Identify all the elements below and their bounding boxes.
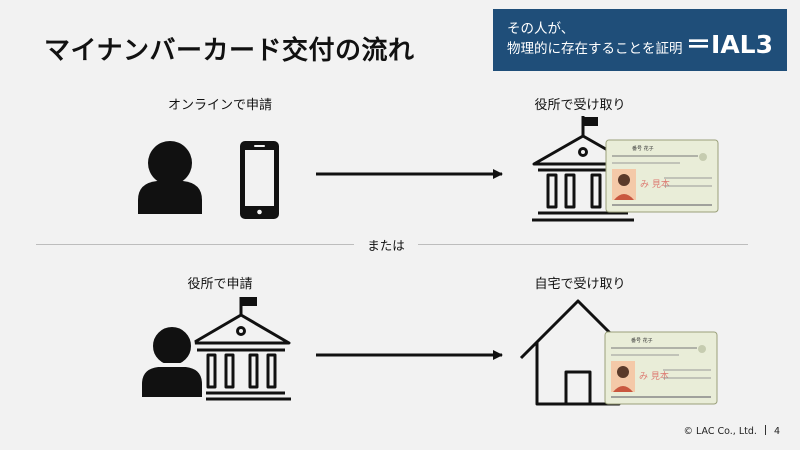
person-icon-2	[138, 323, 206, 401]
badge-level: ＝IAL3	[686, 30, 773, 59]
card-stamp-2: み 見本	[639, 370, 669, 382]
government-building-icon-2	[191, 297, 291, 401]
card-stamp: み 見本	[640, 178, 670, 190]
label-office-apply: 役所で申請	[187, 277, 253, 292]
or-label: または	[367, 238, 405, 253]
my-number-card-icon-2: 番号 花子 み 見本	[604, 331, 718, 405]
badge-line-1: その人が、	[507, 21, 575, 37]
divider-left	[36, 244, 354, 245]
copyright: © LAC Co., Ltd.	[683, 426, 757, 437]
label-online-apply: オンラインで申請	[167, 98, 272, 113]
ial3-badge: その人が、 物理的に存在することを証明 ＝IAL3	[493, 9, 787, 71]
page-title: マイナンバーカード交付の流れ	[44, 36, 415, 66]
divider-right	[418, 244, 748, 245]
label-office-receive: 役所で受け取り	[534, 98, 626, 113]
page-number: 4	[773, 426, 780, 437]
card-name-2: 番号 花子	[631, 337, 653, 344]
person-at-office-icon	[138, 297, 291, 401]
badge-line-2: 物理的に存在することを証明	[507, 41, 683, 57]
label-home-receive: 自宅で受け取り	[534, 277, 626, 292]
footer-separator	[764, 425, 766, 435]
badge-description: その人が、 物理的に存在することを証明	[507, 19, 683, 59]
my-number-card-icon: 番号 花子 み 見本	[605, 139, 719, 213]
smartphone-icon	[240, 141, 279, 219]
card-name: 番号 花子	[632, 145, 654, 152]
person-icon	[138, 141, 202, 214]
footer: © LAC Co., Ltd. 4	[683, 425, 780, 437]
